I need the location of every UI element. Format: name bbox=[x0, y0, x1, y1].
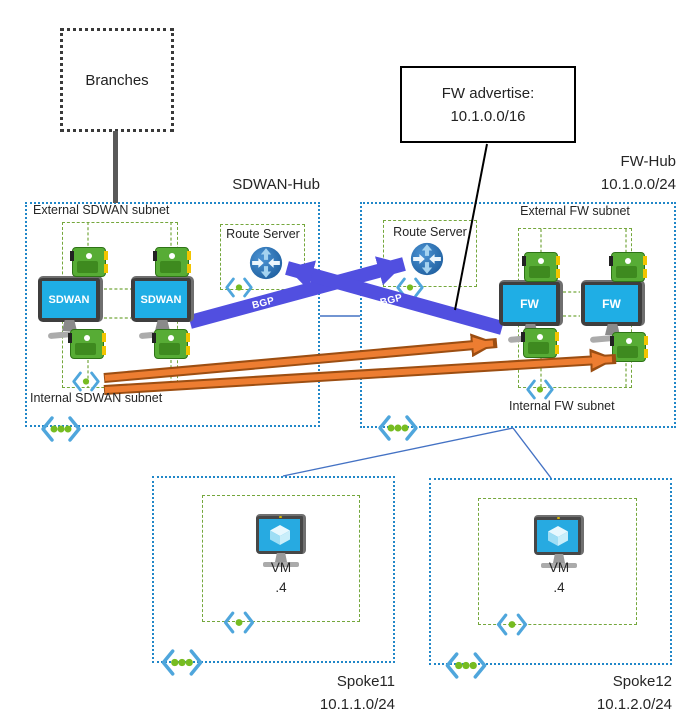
fw-nva-1: FW bbox=[499, 280, 563, 343]
fw-hub-cidr: 10.1.0.0/24 bbox=[600, 176, 676, 193]
fw-hub-name: FW-Hub bbox=[620, 153, 676, 170]
route-server-icon bbox=[249, 246, 283, 280]
spoke12-subnet-box bbox=[478, 498, 637, 625]
vm-icon bbox=[256, 514, 306, 567]
sdwan-nva-1: SDWAN bbox=[38, 276, 103, 340]
vnet-icon bbox=[378, 415, 418, 441]
peering-line-spoke12 bbox=[512, 427, 552, 479]
branches-box: Branches bbox=[60, 28, 174, 132]
external-fw-subnet-label: External FW subnet bbox=[520, 204, 630, 218]
external-sdwan-subnet-label: External SDWAN subnet bbox=[33, 203, 170, 217]
fw-advertise-line2: 10.1.0.0/16 bbox=[450, 107, 526, 125]
subnet-icon bbox=[496, 613, 528, 636]
branches-label: Branches bbox=[85, 71, 149, 89]
spoke11-vm-label: VM bbox=[270, 560, 292, 575]
spoke11-subnet-box bbox=[202, 495, 360, 622]
sdwan-nva-label: SDWAN bbox=[42, 281, 96, 318]
fw-nva-label: FW bbox=[585, 285, 638, 322]
spoke12-cidr: 10.1.2.0/24 bbox=[596, 696, 672, 713]
subnet-icon bbox=[225, 277, 253, 298]
fw-hub-title: FW-Hub 10.1.0.0/24 bbox=[601, 150, 676, 196]
nic-icon bbox=[70, 247, 108, 277]
cube-icon bbox=[547, 526, 568, 546]
subnet-icon bbox=[526, 379, 554, 400]
nic-icon bbox=[609, 252, 647, 282]
fw-advertise-callout: FW advertise: 10.1.0.0/16 bbox=[400, 66, 576, 143]
vnet-icon bbox=[445, 652, 487, 679]
spoke11-vnet-box bbox=[152, 476, 395, 663]
nic-icon bbox=[521, 328, 559, 358]
nic-icon bbox=[152, 329, 190, 359]
nic-icon bbox=[610, 332, 648, 362]
spoke12-title: Spoke12 10.1.2.0/24 bbox=[597, 670, 672, 716]
spoke12-vm-label: VM bbox=[548, 560, 570, 575]
subnet-icon bbox=[223, 611, 255, 634]
spoke12-vnet-box bbox=[429, 478, 672, 665]
spoke11-cidr: 10.1.1.0/24 bbox=[319, 696, 395, 713]
spoke11-name: Spoke11 bbox=[336, 673, 395, 690]
vm-icon bbox=[534, 515, 584, 568]
nic-icon bbox=[522, 252, 560, 282]
spoke12-name: Spoke12 bbox=[612, 673, 672, 690]
internal-fw-subnet-label: Internal FW subnet bbox=[509, 399, 615, 413]
sdwan-hub-title: SDWAN-Hub bbox=[232, 176, 320, 193]
spoke11-vm-ip: .4 bbox=[275, 580, 287, 595]
route-server-icon bbox=[410, 242, 444, 276]
spoke12-vm-ip: .4 bbox=[553, 580, 565, 595]
cube-icon bbox=[269, 525, 290, 545]
fw-nva-label: FW bbox=[503, 285, 556, 322]
fw-route-server-label: Route Server bbox=[393, 225, 467, 239]
fw-nva-2: FW bbox=[581, 280, 645, 343]
nic-icon bbox=[153, 247, 191, 277]
internal-sdwan-subnet-label: Internal SDWAN subnet bbox=[30, 391, 163, 405]
sdwan-route-server-label: Route Server bbox=[226, 227, 300, 241]
nic-icon bbox=[68, 329, 106, 359]
subnet-icon bbox=[72, 371, 100, 392]
fw-advertise-line1: FW advertise: bbox=[441, 84, 535, 102]
sdwan-nva-label: SDWAN bbox=[135, 281, 187, 318]
vnet-icon bbox=[41, 416, 81, 442]
sdwan-nva-2: SDWAN bbox=[131, 276, 194, 340]
vnet-icon bbox=[161, 649, 203, 676]
spoke11-title: Spoke11 10.1.1.0/24 bbox=[320, 670, 395, 716]
